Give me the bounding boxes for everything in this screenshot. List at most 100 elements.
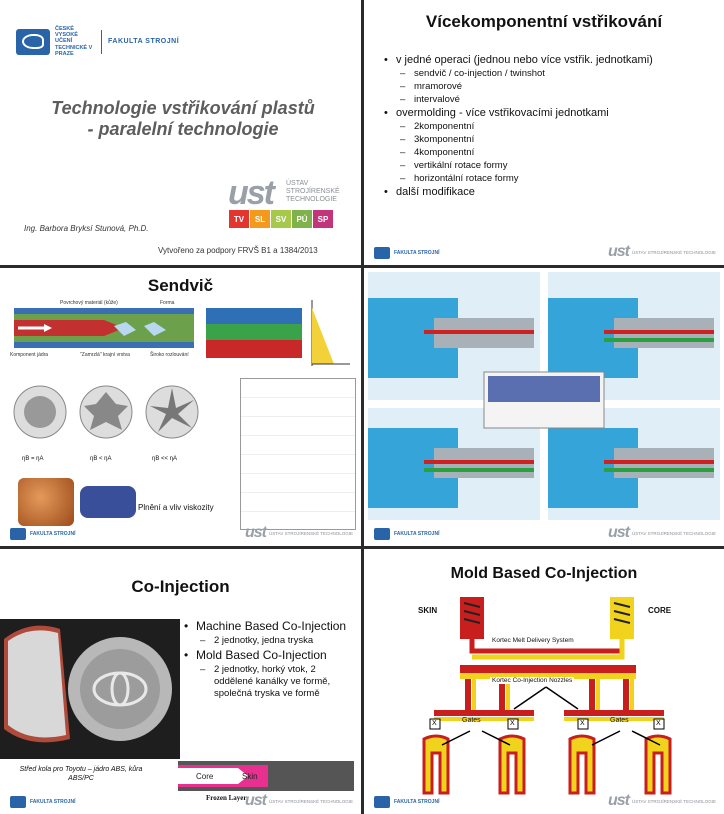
slide-multicomponent[interactable]: Vícekomponentní vstřikování v jedné oper…	[364, 0, 724, 265]
label-core: CORE	[648, 606, 672, 615]
sub-bullet: 3komponentní	[384, 134, 714, 145]
slide-title: Sendvič	[147, 276, 214, 295]
logo-divider	[101, 29, 102, 54]
ust-institute-name: ÚSTAV STROJÍRENSKÉ TECHNOLOGIE	[286, 180, 340, 203]
caption-toyota-wheel: Střed kola pro Toyotu – jádro ABS, kůra …	[19, 766, 143, 782]
bullet-machine-based: Machine Based Co-Injection	[184, 619, 356, 633]
bullet-list: Machine Based Co-Injection 2 jednotky, j…	[184, 617, 356, 700]
title-line-1: Technologie vstřikování plastů	[51, 98, 315, 118]
filling-table	[240, 378, 356, 530]
gate-x: X	[656, 720, 661, 727]
cvut-logo: ČESKÉ VYSOKÉ UČENÍ TECHNICKÉ V PRAZE FAK…	[16, 26, 179, 57]
relation-less: ηB < ηA	[90, 456, 112, 462]
ust-institute-name: ÚSTAV STROJÍRENSKÉ TECHNOLOGIE	[631, 798, 716, 804]
slide-title[interactable]: ČESKÉ VYSOKÉ UČENÍ TECHNICKÉ V PRAZE FAK…	[0, 0, 361, 265]
slide-title: Mold Based Co-Injection	[450, 565, 638, 582]
ust-institute-name: ÚSTAV STROJÍRENSKÉ TECHNOLOGIE	[268, 798, 353, 804]
slide-coinjection[interactable]: Co-Injection Střed kola pro Toyotu – jád…	[0, 549, 361, 814]
bullet-one-operation: v jedné operaci (jednou nebo více vstřik…	[384, 54, 714, 66]
dept-box-sl: SL	[250, 210, 270, 228]
footer-ust-logo: ust ÚSTAV STROJÍRENSKÉ TECHNOLOGIE	[608, 524, 716, 542]
label-skin: SKIN	[418, 606, 438, 615]
relation-equal: ηB = ηA	[22, 456, 44, 462]
sub-bullet: mramorové	[384, 81, 714, 92]
layer-profile-diagram	[206, 308, 302, 358]
footer-faculty: FAKULTA STROJNÍ	[394, 250, 440, 256]
footer-faculty: FAKULTA STROJNÍ	[394, 799, 440, 805]
part-photo-handle	[80, 486, 136, 518]
dept-box-sv: SV	[271, 210, 291, 228]
footer-ust-logo: ust ÚSTAV STROJÍRENSKÉ TECHNOLOGIE	[608, 792, 716, 810]
slide-mold-based-coinjection[interactable]: Mold Based Co-Injection SKIN CORE Kortec…	[364, 549, 724, 814]
sub-bullet: vertikální rotace formy	[384, 160, 714, 171]
author-name: Ing. Barbora Bryksí Stunová, Ph.D.	[24, 224, 149, 233]
footer-cvut-logo: FAKULTA STROJNÍ	[10, 796, 75, 808]
label-nozzles: Kortec Co-Injection Nozzles	[490, 677, 575, 684]
slide-sandwich[interactable]: Sendvič Povrchový materiál (kůže) Forma …	[0, 268, 361, 546]
footer-ust-logo: ust ÚSTAV STROJÍRENSKÉ TECHNOLOGIE	[608, 243, 716, 261]
ust-wordmark: ust	[244, 524, 267, 541]
dept-box-sp: SP	[313, 210, 333, 228]
sub-bullet: intervalové	[384, 94, 714, 105]
slide-coinjection-sequence[interactable]: FAKULTA STROJNÍ ust ÚSTAV STROJÍRENSKÉ T…	[364, 268, 724, 546]
ust-wordmark: ust	[607, 792, 630, 809]
label-gates-left: Gates	[462, 717, 481, 724]
lion-icon	[374, 247, 390, 259]
lion-icon	[374, 528, 390, 540]
footer-faculty: FAKULTA STROJNÍ	[30, 531, 76, 537]
footer-ust-logo: ust ÚSTAV STROJÍRENSKÉ TECHNOLOGIE	[245, 524, 353, 542]
support-note: Vytvořeno za podpory FRVŠ B1 a 1384/2013	[158, 246, 318, 255]
label-mold: Forma	[160, 300, 175, 306]
sub-bullet: 4komponentní	[384, 147, 714, 158]
footer-cvut-logo: FAKULTA STROJNÍ	[374, 528, 439, 540]
label-skin: Skin	[242, 772, 258, 781]
label-frozen-layer: Frozen Layer	[206, 794, 247, 802]
sandwich-flow-diagram	[14, 308, 194, 348]
footer-cvut-logo: FAKULTA STROJNÍ	[374, 247, 439, 259]
footer-cvut-logo: FAKULTA STROJNÍ	[374, 796, 439, 808]
ust-wordmark: ust	[228, 174, 275, 212]
bullet-list: v jedné operaci (jednou nebo více vstřik…	[384, 52, 714, 198]
toyota-wheel-photo	[0, 619, 180, 759]
ust-wordmark: ust	[607, 524, 630, 541]
department-boxes: TV SL SV PÚ SP	[229, 210, 333, 228]
sub-bullet: 2 jednotky, jedna tryska	[184, 635, 356, 646]
presentation-title: Technologie vstřikování plastů - paralel…	[20, 98, 346, 140]
label-gates-right: Gates	[610, 717, 629, 724]
lion-icon	[374, 796, 390, 808]
coinjection-sequence-images	[368, 272, 720, 520]
label-core: Core	[196, 772, 214, 781]
gate-x: X	[510, 720, 515, 727]
part-photo-copper	[18, 478, 74, 526]
footer-ust-logo: ust ÚSTAV STROJÍRENSKÉ TECHNOLOGIE	[245, 792, 353, 810]
slide-title: Vícekomponentní vstřikování	[425, 12, 663, 31]
ust-wordmark: ust	[607, 243, 630, 260]
ust-institute-name: ÚSTAV STROJÍRENSKÉ TECHNOLOGIE	[631, 530, 716, 536]
ust-institute-name: ÚSTAV STROJÍRENSKÉ TECHNOLOGIE	[631, 249, 716, 255]
sub-bullet: sendvič / co-injection / twinshot	[384, 68, 714, 79]
bullet-mold-based: Mold Based Co-Injection	[184, 648, 356, 662]
sub-bullet: 2komponentní	[384, 121, 714, 132]
faculty-name: FAKULTA STROJNÍ	[108, 37, 180, 45]
caption-filling: Plnění a vliv viskozity	[138, 503, 214, 512]
label-core-component: Komponent jádra	[10, 352, 49, 358]
sub-bullet: horizontální rotace formy	[384, 173, 714, 184]
footer-faculty: FAKULTA STROJNÍ	[394, 531, 440, 537]
bullet-overmolding: overmolding - více vstřikovacími jednotk…	[384, 107, 714, 119]
core-skin-diagram	[178, 761, 354, 791]
gate-x: X	[580, 720, 585, 727]
ust-logo: ust ÚSTAV STROJÍRENSKÉ TECHNOLOGIE	[228, 174, 340, 212]
slide-title: Co-Injection	[131, 577, 230, 596]
viscosity-cross-sections	[13, 385, 199, 439]
lion-icon	[16, 28, 50, 55]
gate-x: X	[432, 720, 437, 727]
sub-bullet: 2 jednotky, horký vtok, 2 oddělené kanál…	[184, 664, 356, 700]
label-surface-material: Povrchový materiál (kůže)	[60, 300, 118, 306]
ust-institute-name: ÚSTAV STROJÍRENSKÉ TECHNOLOGIE	[268, 530, 353, 536]
viscosity-graph	[311, 300, 350, 366]
label-frozen-layer: "Zamrzlá" krajní vrstva	[80, 352, 130, 358]
label-melt-delivery: Kortec Melt Delivery System	[490, 637, 576, 644]
label-flow-front: Široko rozlouvání	[150, 352, 189, 358]
cvut-text: ČESKÉ VYSOKÉ UČENÍ TECHNICKÉ V PRAZE	[55, 26, 93, 57]
hot-runner-diagram	[422, 597, 672, 795]
